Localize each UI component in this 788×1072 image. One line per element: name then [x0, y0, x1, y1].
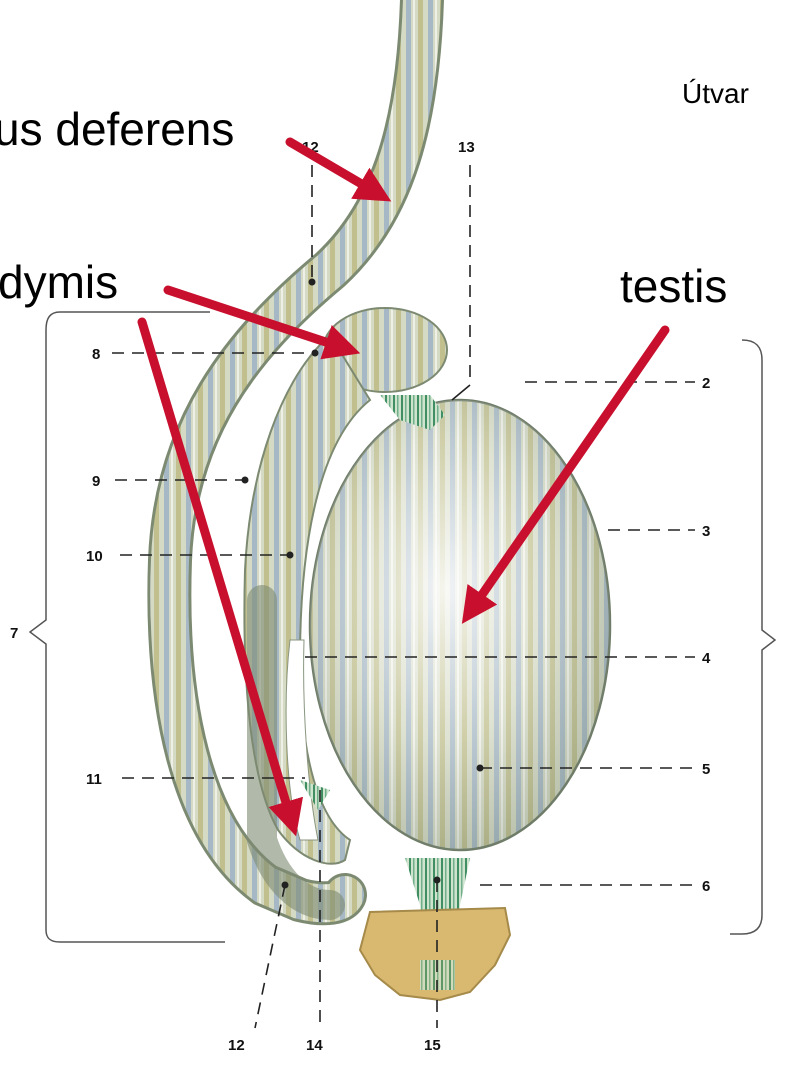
label-num-15: 15	[424, 1037, 441, 1054]
label-num-8: 8	[92, 346, 100, 363]
label-num-5: 5	[702, 761, 710, 778]
label-num-12-bottom: 12	[228, 1037, 245, 1054]
label-num-6: 6	[702, 878, 710, 895]
label-num-7: 7	[10, 625, 18, 642]
label-num-11: 11	[86, 771, 102, 788]
label-num-13: 13	[458, 139, 475, 156]
label-num-14: 14	[306, 1037, 323, 1054]
label-epididymis: dymis	[0, 256, 118, 308]
arrow-vas-deferens	[290, 142, 382, 196]
label-num-2: 2	[702, 375, 710, 392]
label-vas-deferens: us deferens	[0, 103, 234, 155]
label-testis: testis	[620, 260, 727, 312]
label-num-9: 9	[92, 473, 100, 490]
label-num-10: 10	[86, 548, 103, 565]
corner-title: Útvar	[682, 78, 749, 109]
label-num-3: 3	[702, 523, 710, 540]
label-num-4: 4	[702, 650, 711, 667]
brace-right	[730, 340, 775, 934]
